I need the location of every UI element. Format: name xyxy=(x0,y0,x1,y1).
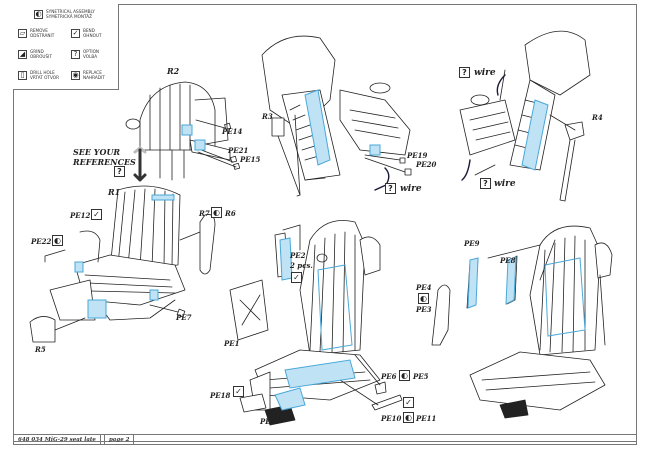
see-references-note-line2: REFERENCES xyxy=(73,157,136,167)
legend-label: Option Volba xyxy=(83,49,100,59)
part-label-pe5: PE5 xyxy=(413,372,429,381)
remove-icon: ▱ xyxy=(18,29,27,39)
legend-label: Drill hole Vrtat otvor xyxy=(30,70,59,80)
part-label-pe6: PE6 xyxy=(381,372,397,381)
part-label-pe10: PE10 xyxy=(381,414,402,423)
bend-icon: ✓ xyxy=(233,386,244,397)
part-label-pe8: PE8 xyxy=(500,256,516,265)
part-label-r7: R7 xyxy=(199,209,210,218)
legend-item-grind: ◢ Grind Obroušit xyxy=(18,49,52,60)
legend-item-remove: ▱ Remove Odstranit xyxy=(18,28,55,39)
option-icon: ? xyxy=(71,50,80,60)
drill-hole-icon: ▯ xyxy=(18,71,27,81)
part-label-r2: R2 xyxy=(167,66,180,76)
part-label-pe9: PE9 xyxy=(464,239,480,248)
part-label-pe15: PE15 xyxy=(240,155,261,164)
part-label-r4: R4 xyxy=(592,113,603,122)
wire-label: wire xyxy=(400,184,422,194)
option-icon: ? xyxy=(385,183,396,194)
part-label-r1: R1 xyxy=(108,187,121,197)
legend-label: Grind Obroušit xyxy=(30,49,52,59)
drawing-frame xyxy=(13,4,637,442)
part-label-pe1: PE1 xyxy=(224,339,240,348)
symmetric-assembly-icon: ◐ xyxy=(211,207,222,218)
page-footer: 648 034 MiG-29 seat late page 2 xyxy=(13,434,637,445)
option-icon: ? xyxy=(459,67,470,78)
part-label-pe7: PE7 xyxy=(176,313,192,322)
symmetric-assembly-icon: ◐ xyxy=(34,10,43,20)
part-label-r6: R6 xyxy=(225,209,236,218)
legend-item-bend: ✓ Bend Ohnout xyxy=(71,28,102,39)
symmetric-assembly-icon: ◐ xyxy=(52,235,63,246)
part-label-pe18: PE18 xyxy=(210,391,231,400)
legend-label: Synetrical assembly Symetrická montáž xyxy=(46,9,95,19)
part-label-pe11: PE11 xyxy=(416,414,437,423)
seat-front-view-right-drawing xyxy=(431,225,613,419)
symbol-legend: ◐ Synetrical assembly Symetrická montáž … xyxy=(13,4,119,90)
product-title: 648 034 MiG-29 seat late xyxy=(14,435,101,444)
legend-label: Replace Nahradit xyxy=(83,70,105,80)
part-label-pe2: PE2 xyxy=(290,251,306,260)
seat-front-view-middle-drawing xyxy=(229,220,403,426)
symmetric-assembly-icon: ◐ xyxy=(418,293,429,304)
replace-icon: ◉ xyxy=(71,71,80,81)
headrest-r2-drawing xyxy=(125,81,241,181)
photo-etch-highlights xyxy=(74,89,586,411)
part-label-r5: R5 xyxy=(35,345,46,354)
part-label-pe14: PE14 xyxy=(222,127,243,136)
page-number: page 2 xyxy=(105,435,135,444)
part-label-r3: R3 xyxy=(262,112,273,121)
legend-item-symmetric: ◐ Synetrical assembly Symetrická montáž xyxy=(34,9,95,20)
bend-icon: ✓ xyxy=(403,397,414,408)
part-label-pe2-quantity: 2 pcs. xyxy=(290,261,313,270)
part-label-pe17: PE17 xyxy=(260,417,281,426)
part-label-pe19: PE19 xyxy=(407,151,428,160)
part-label-pe21: PE21 xyxy=(228,146,249,155)
legend-item-replace: ◉ Replace Nahradit xyxy=(71,70,105,81)
seat-rear-view-r4-drawing xyxy=(459,30,591,202)
footer-divider xyxy=(101,435,105,444)
see-references-note: SEE YOUR xyxy=(73,147,121,157)
bend-icon: ✓ xyxy=(71,29,80,39)
bend-icon: ✓ xyxy=(91,209,102,220)
legend-label: Remove Odstranit xyxy=(30,28,55,38)
legend-item-option: ? Option Volba xyxy=(71,49,100,60)
legend-item-drill-hole: ▯ Drill hole Vrtat otvor xyxy=(18,70,59,81)
part-label-pe20: PE20 xyxy=(416,160,437,169)
symmetric-assembly-icon: ◐ xyxy=(399,370,410,381)
part-label-pe22: PE22 xyxy=(31,237,52,246)
bend-icon: ✓ xyxy=(291,272,302,283)
option-icon: ? xyxy=(114,166,125,177)
option-icon: ? xyxy=(480,178,491,189)
part-label-pe12: PE12 xyxy=(70,211,91,220)
seat-side-view-r3-drawing xyxy=(261,35,412,197)
wire-label: wire xyxy=(474,68,496,78)
part-label-pe4: PE4 xyxy=(416,283,432,292)
wire-label: wire xyxy=(494,179,516,189)
grind-icon: ◢ xyxy=(18,50,27,60)
symmetric-assembly-icon: ◐ xyxy=(403,412,414,423)
part-label-pe3: PE3 xyxy=(416,305,432,314)
legend-label: Bend Ohnout xyxy=(83,28,102,38)
